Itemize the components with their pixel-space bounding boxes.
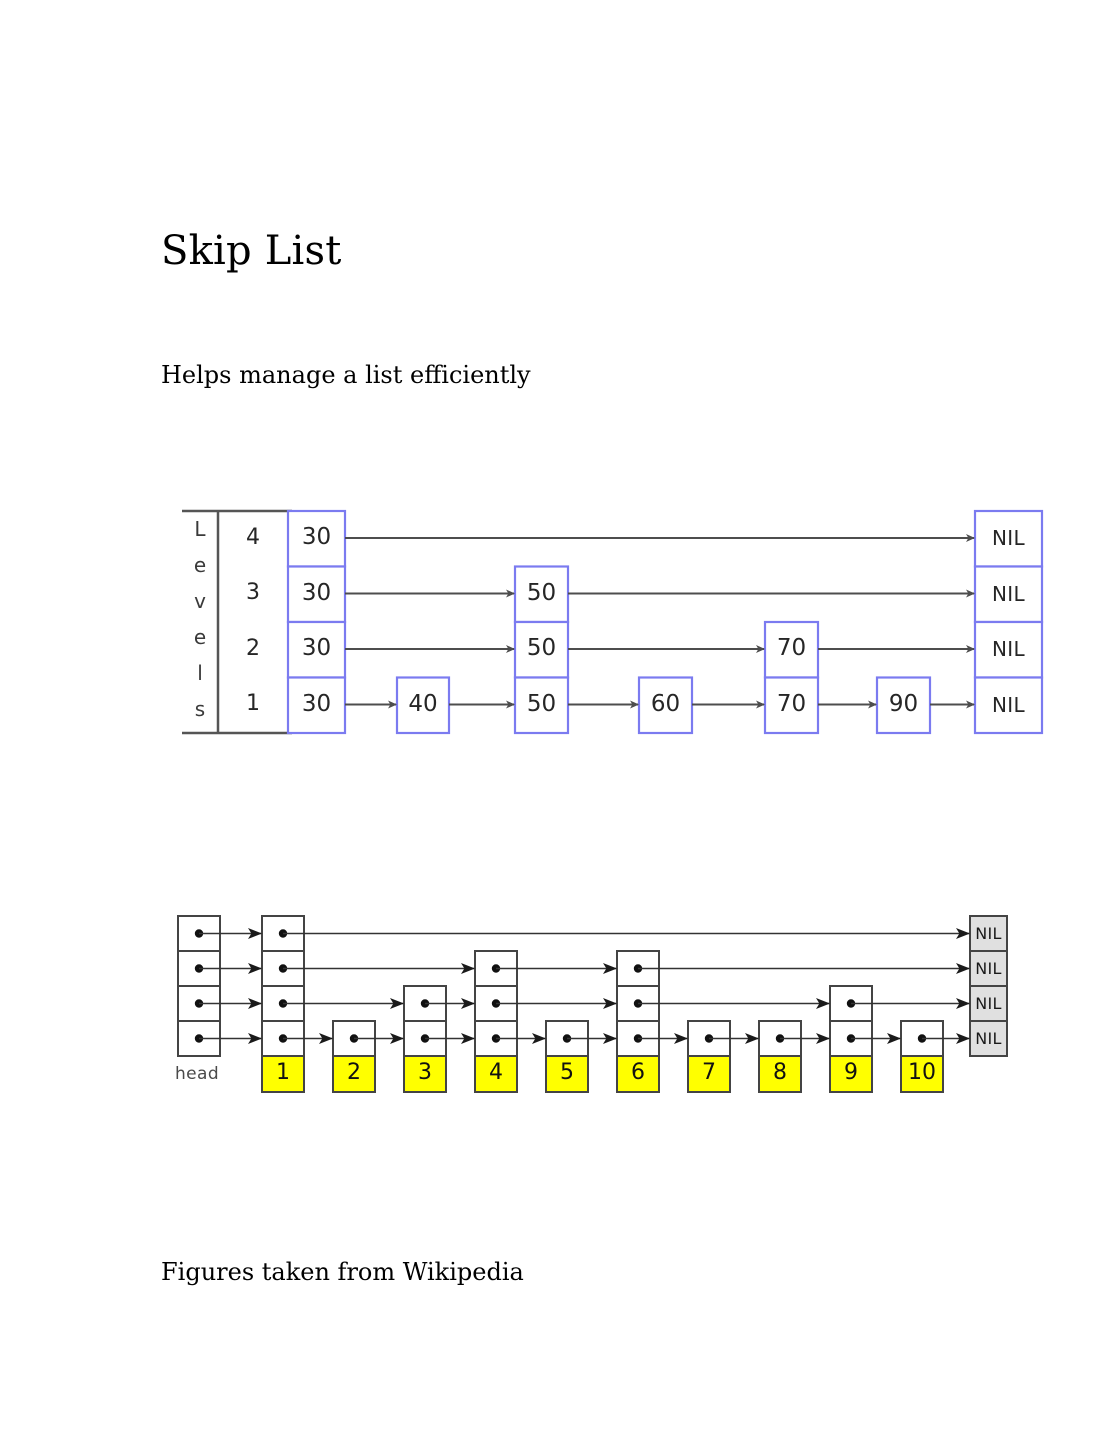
pointer-arrows [199,928,970,1044]
levels-diagram-svg [182,509,1044,735]
node-key-boxes [261,1055,944,1093]
skip-list-pointer-figure: head 1 2 3 4 5 6 7 8 9 10 NIL NIL NIL NI… [172,900,1032,1105]
nil-terminator-boxes [969,915,1008,1057]
pointer-diagram-svg [177,915,1008,1093]
figure-attribution-text: Figures taken from Wikipedia [161,1258,524,1286]
levels-forward-pointers [345,534,975,709]
node-pointer-boxes [261,915,944,1057]
levels-axis-bracket [182,509,292,735]
page-title: Skip List [161,228,342,274]
levels-node-boxes [286,509,1044,735]
subtitle-text: Helps manage a list efficiently [161,361,531,389]
skip-list-levels-figure: L e v e l s 4 3 2 1 30 30 30 30 40 50 50… [180,505,1060,745]
